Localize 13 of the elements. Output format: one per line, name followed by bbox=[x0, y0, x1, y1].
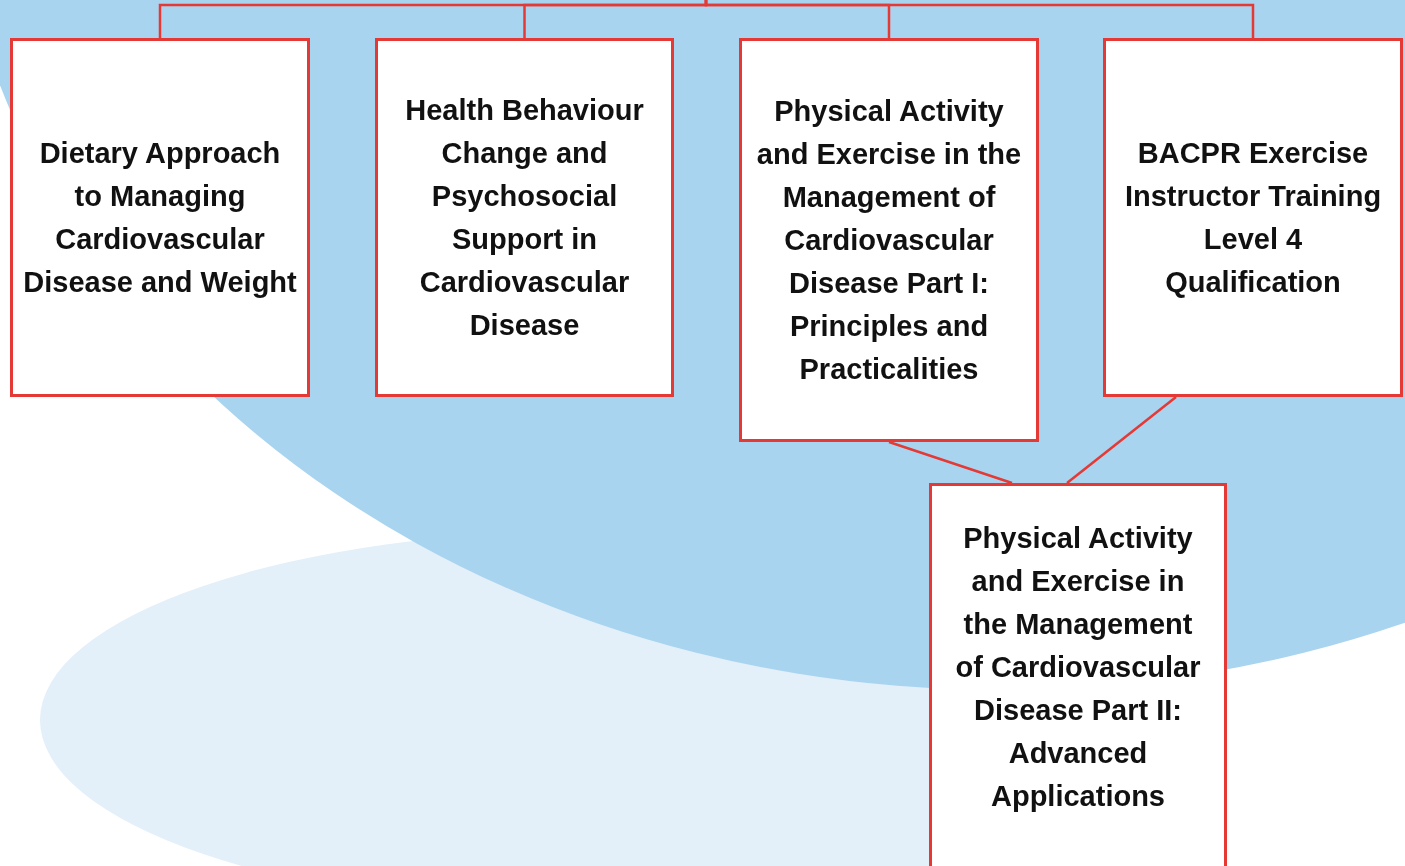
course-title: Physical Activity and Exercise in the Management of Cardiovascular Disease Part II: Advanced Applications bbox=[954, 520, 1202, 814]
course-title: Physical Activity and Exercise in the Management of Cardiovascular Disease Part I: Principles and Practicalities bbox=[755, 93, 1023, 387]
course-box bbox=[739, 38, 1039, 442]
course-box bbox=[929, 483, 1227, 866]
course-box bbox=[10, 38, 310, 397]
course-box bbox=[1103, 38, 1403, 397]
connector-line bbox=[704, 0, 1255, 38]
course-title: BACPR Exercise Instructor Training Level 4 Qualification bbox=[1123, 135, 1383, 300]
course-title: Dietary Approach to Managing Cardiovascular Disease and Weight bbox=[23, 135, 297, 300]
connector-line bbox=[1066, 396, 1177, 484]
course-box bbox=[375, 38, 674, 397]
course-title: Health Behaviour Change and Psychosocial Support in Cardiovascular Disease bbox=[404, 92, 645, 343]
connector-line bbox=[888, 440, 1013, 485]
